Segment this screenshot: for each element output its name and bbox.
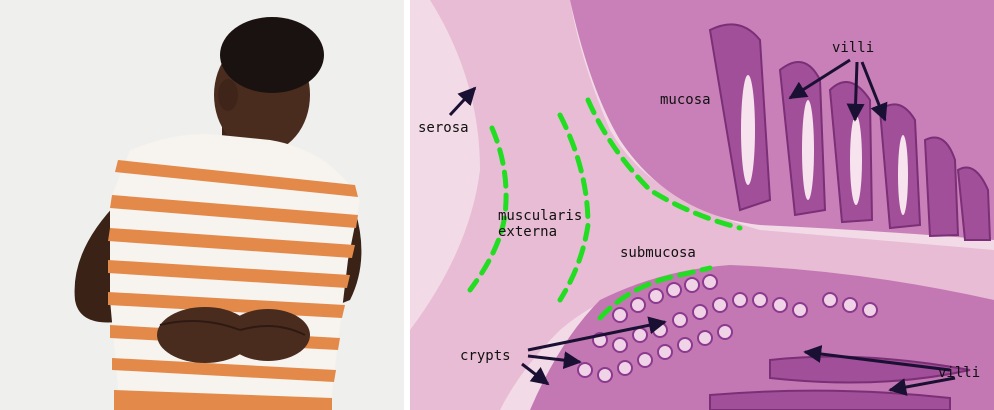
label-crypts: crypts bbox=[460, 348, 511, 364]
label-villi-top: villi bbox=[832, 40, 874, 56]
label-muscularis-externa: muscularis externa bbox=[498, 208, 582, 240]
label-submucosa: submucosa bbox=[620, 245, 696, 261]
label-mucosa: mucosa bbox=[660, 92, 711, 108]
boy-photo bbox=[0, 0, 404, 410]
label-serosa: serosa bbox=[418, 120, 469, 136]
label-villi-bottom: villi bbox=[938, 365, 980, 381]
boy-illustration bbox=[0, 0, 404, 410]
villi-arrow-2 bbox=[855, 62, 857, 120]
histology-micrograph: serosa mucosa villi muscularis externa s… bbox=[410, 0, 994, 410]
